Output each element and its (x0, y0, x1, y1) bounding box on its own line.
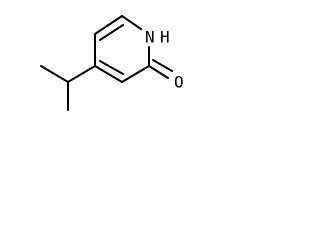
bond-c3-c2 (121, 65, 150, 83)
bond-n1-c6 (121, 15, 142, 30)
bond-c6-c5 (94, 15, 123, 35)
bond-c6-c5-double (99, 24, 124, 41)
atom-oxygen-label: O (174, 73, 184, 92)
atom-nitrogen-label: N (145, 28, 155, 47)
bond-c2-o-double (152, 59, 173, 72)
bond-c2-o (148, 65, 169, 79)
atom-hydrogen-label: H (160, 28, 170, 47)
bond-c4-ch (67, 65, 96, 83)
bond-ch-ch3-top (40, 65, 69, 83)
molecule-structure: N H O (40, 15, 184, 111)
bond-c4-c3 (94, 65, 123, 83)
bond-c4-c3-double (99, 60, 124, 75)
